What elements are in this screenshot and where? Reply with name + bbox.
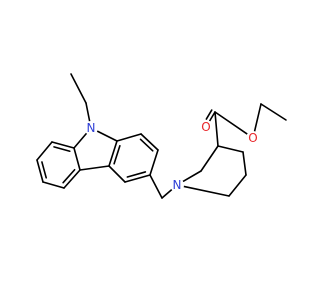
bond-c7-c6-inner: [41, 161, 48, 179]
bond-c3-c4: [124, 174, 151, 183]
bond-c9a-c1: [116, 133, 142, 142]
bond-cest-ocb-second: [205, 109, 213, 120]
molecule-structure: N N O O: [36, 73, 287, 199]
bond-n1-cp2: [182, 170, 202, 183]
atom-n-piperidine: N: [170, 178, 184, 192]
atom-o-ester: O: [246, 131, 260, 145]
bond-cest-oes: [214, 111, 249, 135]
bond-c4-c4a: [108, 165, 126, 183]
bond-cp5-cp6: [228, 174, 247, 197]
bond-c1-c2: [140, 133, 159, 151]
bond-cp6-n1: [183, 185, 230, 197]
bond-c5-c4b: [63, 169, 81, 189]
bond-layer: [36, 73, 287, 199]
bond-cp3-cest: [214, 111, 219, 147]
bond-c2-c3: [149, 149, 159, 176]
bond-cq1-cq2: [260, 103, 287, 121]
bond-ethylc1-n9: [85, 102, 91, 122]
bond-cp3-cp4: [217, 145, 244, 153]
atom-label-n-carbazole: N: [87, 121, 96, 135]
bond-cest-ocb: [208, 111, 216, 122]
bond-c7-c6: [36, 159, 44, 183]
bond-cp2-cp3: [200, 145, 219, 172]
bond-n9-c9a: [96, 130, 118, 142]
bond-c4a-c9a-inner: [113, 144, 121, 165]
bond-ch2-n1: [161, 188, 173, 199]
atom-n-carbazole: N: [84, 121, 98, 135]
bond-c5-c4b-inner: [62, 168, 76, 184]
bond-c8a-c8: [51, 141, 75, 149]
bond-oes-cq1: [253, 103, 262, 132]
bond-ethylc2-ethylc1: [70, 73, 87, 104]
bond-cp4-cp5: [242, 151, 247, 176]
atom-label-layer: N N O O: [84, 120, 260, 192]
atom-label-o-carbonyl: O: [201, 120, 210, 134]
bond-c3-c4-inner: [126, 171, 147, 178]
bond-c1-c2-inner: [139, 138, 154, 152]
atom-label-n-piperidine: N: [173, 178, 182, 192]
bond-c6-c5: [42, 181, 65, 189]
atom-o-carbonyl: O: [199, 120, 213, 134]
atom-label-o-ester: O: [248, 131, 257, 145]
bond-c4a-c9a: [108, 140, 118, 167]
bond-c8a-c8-inner: [53, 146, 71, 153]
bond-c4b-c8a: [73, 147, 81, 171]
bond-c4b-c4a: [79, 165, 110, 171]
bond-n9-c8a: [73, 132, 88, 149]
bond-c8-c7: [36, 141, 53, 161]
bond-c3-ch2: [149, 174, 163, 199]
